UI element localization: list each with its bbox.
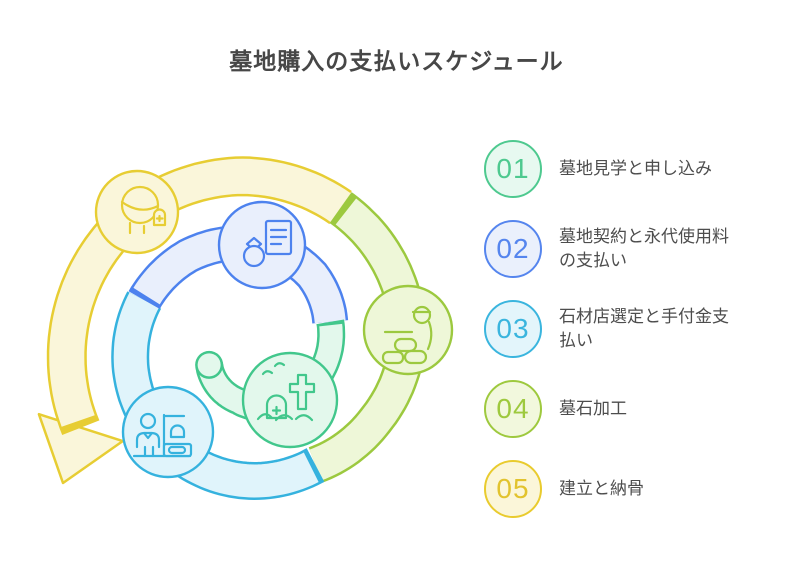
stonework-icon-part bbox=[412, 305, 432, 325]
icon-bump bbox=[121, 385, 215, 479]
stonework-icon-part bbox=[393, 337, 418, 353]
step-number-badge: 04 bbox=[484, 380, 542, 438]
stonework-icon bbox=[381, 305, 433, 365]
step-row-01: 01 墓地見学と申し込み bbox=[484, 140, 745, 198]
spiral-canvas bbox=[37, 156, 454, 501]
step-row-04: 04 墓石加工 bbox=[484, 380, 745, 438]
step-label: 墓地契約と永代使用料の支払い bbox=[559, 227, 729, 270]
step-number: 02 bbox=[496, 233, 530, 264]
contract-icon-part bbox=[242, 244, 266, 268]
stonework-icon-part bbox=[403, 349, 428, 365]
icon-bump bbox=[94, 169, 180, 255]
stonework-icon-part bbox=[381, 350, 405, 365]
grave-icon bbox=[256, 362, 316, 422]
storefront-icon-part bbox=[143, 445, 155, 458]
step-number-badge: 05 bbox=[484, 460, 542, 518]
icon-bump bbox=[241, 351, 339, 449]
storefront-icon-part bbox=[142, 431, 154, 440]
grave-icon-part bbox=[256, 413, 314, 422]
grave-icon-part bbox=[288, 373, 316, 411]
grave-icon-part bbox=[261, 362, 286, 376]
grave-icon-part bbox=[271, 405, 282, 416]
step-label: 墓地見学と申し込み bbox=[559, 159, 712, 179]
step-row-03: 03 石材店選定と手付金支払い bbox=[484, 300, 745, 358]
payment-flow-spiral bbox=[18, 135, 468, 555]
step-number: 01 bbox=[496, 153, 530, 184]
storefront-icon bbox=[132, 412, 193, 458]
thinking-head-icon-part bbox=[128, 221, 146, 235]
step-number-badge: 02 bbox=[484, 220, 542, 278]
step-label: 石材店選定と手付金支払い bbox=[559, 307, 729, 350]
step-number: 03 bbox=[496, 313, 530, 344]
step-number: 05 bbox=[496, 473, 530, 504]
step-number-badge: 01 bbox=[484, 140, 542, 198]
thinking-head-icon bbox=[120, 185, 167, 235]
contract-icon-part bbox=[269, 228, 288, 246]
thinking-head-icon-part bbox=[155, 214, 164, 223]
step-number: 04 bbox=[496, 393, 530, 424]
storefront-icon-part bbox=[139, 412, 157, 430]
step-row-05: 05 建立と納骨 bbox=[484, 460, 745, 518]
thinking-head-icon-part bbox=[120, 200, 160, 211]
stonework-icon-part bbox=[426, 320, 433, 351]
step-row-02: 02 墓地契約と永代使用料の支払い bbox=[484, 220, 745, 278]
step-label: 墓石加工 bbox=[559, 399, 627, 419]
contract-icon bbox=[242, 219, 293, 268]
storefront-icon-part bbox=[135, 431, 161, 449]
spiral-cap-fill bbox=[197, 353, 221, 377]
storefront-icon-part bbox=[167, 445, 187, 455]
step-label: 建立と納骨 bbox=[559, 479, 644, 499]
step-number-badge: 03 bbox=[484, 300, 542, 358]
page-title: 墓地購入の支払いスケジュール bbox=[229, 48, 564, 74]
steps-list: 01 墓地見学と申し込み 02 墓地契約と永代使用料の支払い 03 石材店選定と手付金支払… bbox=[484, 140, 745, 518]
storefront-icon-part bbox=[169, 424, 186, 439]
